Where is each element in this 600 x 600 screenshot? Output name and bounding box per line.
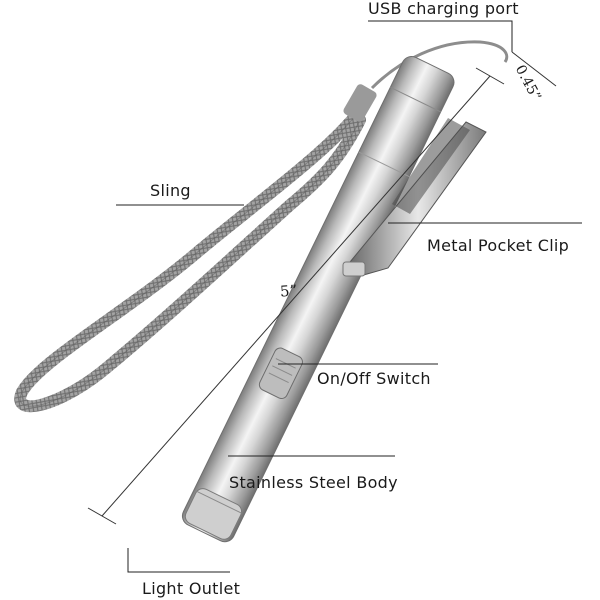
leader-lines	[116, 20, 582, 573]
body-label: Stainless Steel Body	[229, 473, 398, 492]
stainless-steel-body	[181, 56, 455, 543]
length-dimension	[87, 67, 505, 525]
switch-shape	[258, 347, 303, 400]
pocket-clip-label: Metal Pocket Clip	[427, 236, 570, 255]
light-outlet-label: Light Outlet	[142, 579, 241, 598]
width-dimension	[511, 51, 557, 87]
length-dimension-label: 5”	[279, 281, 298, 301]
sling-label: Sling	[150, 181, 191, 200]
metal-pocket-clip	[342, 118, 487, 277]
usb-port-label: USB charging port	[368, 0, 519, 18]
switch-label: On/Off Switch	[317, 369, 431, 388]
sling-strap	[14, 40, 509, 413]
